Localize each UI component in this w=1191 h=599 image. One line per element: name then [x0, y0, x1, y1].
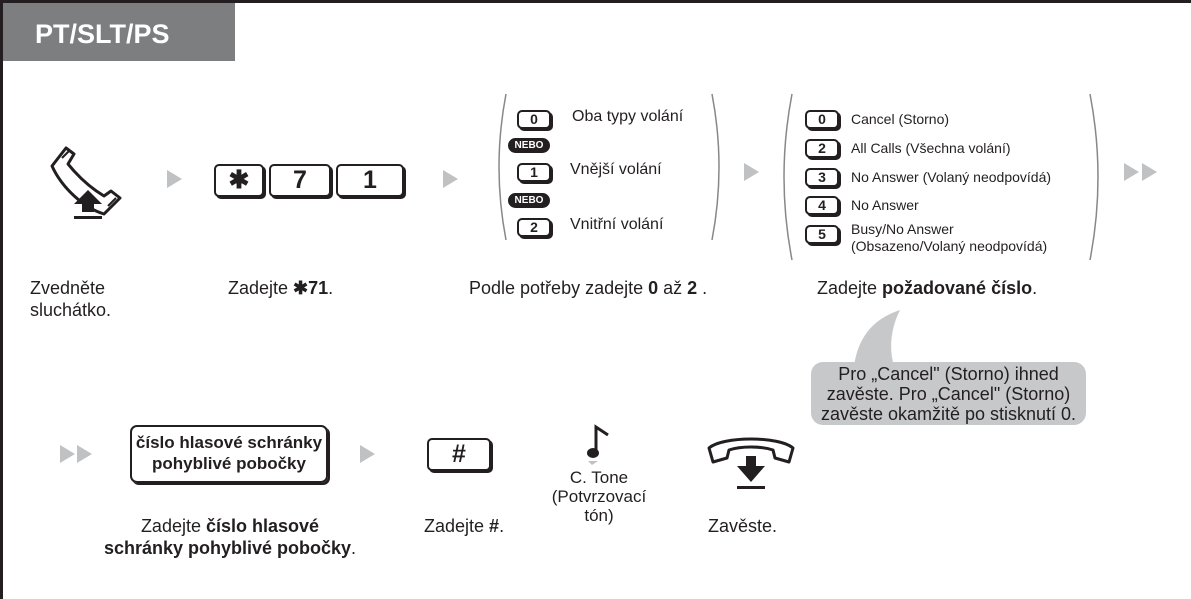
caption-step3: Podle potřeby zadejte 0 až 2 . — [469, 278, 708, 298]
key-7: 7 — [269, 164, 331, 197]
option-label-cancel: Cancel (Storno) — [851, 111, 950, 127]
option-key-0: 0 — [805, 110, 839, 129]
option-key-3: 3 — [805, 168, 839, 187]
caption-step1: Zvedněte sluchátko. — [30, 278, 112, 320]
handset-hangup-icon — [703, 430, 799, 498]
tone-label: C. Tone (Potvrzovací tón) — [551, 468, 647, 525]
note-bubble: Pro „Cancel" (Storno) ihned zavěste. Pro… — [811, 362, 1086, 425]
bracket-left — [488, 92, 510, 242]
handset-lift-icon — [44, 138, 134, 223]
frame-left-border — [0, 0, 3, 599]
frame-top-border — [0, 0, 1191, 3]
flow-arrow — [77, 445, 92, 463]
caption-step5: Zadejte číslo hlasové schránky pohyblivé… — [103, 516, 357, 558]
option-key-2: 2 — [517, 218, 551, 237]
caption-step4: Zadejte požadované číslo. — [817, 278, 1038, 298]
option-label-internal: Vnitřní volání — [570, 216, 664, 233]
note-bubble-tail — [840, 310, 910, 366]
option-key-2: 2 — [805, 139, 839, 158]
flow-arrow — [360, 445, 375, 463]
or-badge: NEBO — [508, 138, 550, 153]
bracket-right — [1086, 92, 1110, 262]
option-key-1: 1 — [517, 163, 551, 182]
caption-step2: Zadejte ✱71. — [228, 278, 334, 298]
option-label-busy-no-answer: Busy/No Answer — [851, 221, 954, 237]
option-key-4: 4 — [805, 196, 839, 215]
header-tab: PT/SLT/PS — [3, 3, 235, 61]
voice-mailbox-number-box: číslo hlasové schránky pohyblivé pobočky — [130, 425, 328, 483]
option-label-no-answer: No Answer — [851, 197, 919, 213]
option-label-no-answer-called: No Answer (Volaný neodpovídá) — [851, 169, 1052, 185]
option-label-both: Oba typy volání — [572, 108, 684, 125]
key-hash: # — [427, 438, 491, 471]
caption-step6: Zadejte #. — [424, 516, 505, 536]
flow-arrow — [167, 170, 182, 188]
flow-arrow — [60, 445, 75, 463]
option-label-busy-no-answer-2: (Obsazeno/Volaný neodpovídá) — [851, 238, 1048, 254]
bracket-right — [708, 92, 730, 242]
option-label-all-calls: All Calls (Všechna volání) — [851, 140, 1011, 156]
option-key-0: 0 — [517, 110, 551, 129]
flow-arrow — [443, 170, 458, 188]
option-label-external: Vnější volání — [570, 161, 662, 178]
option-key-5: 5 — [805, 225, 839, 244]
music-note-icon — [586, 423, 616, 465]
or-badge: NEBO — [508, 193, 550, 208]
flow-arrow — [1124, 163, 1139, 181]
caption-step7: Zavěste. — [708, 516, 778, 536]
flow-arrow — [744, 163, 759, 181]
key-star: ✱ — [214, 164, 264, 197]
flow-arrow — [1142, 163, 1157, 181]
bracket-left — [772, 92, 796, 262]
key-1: 1 — [336, 164, 404, 197]
